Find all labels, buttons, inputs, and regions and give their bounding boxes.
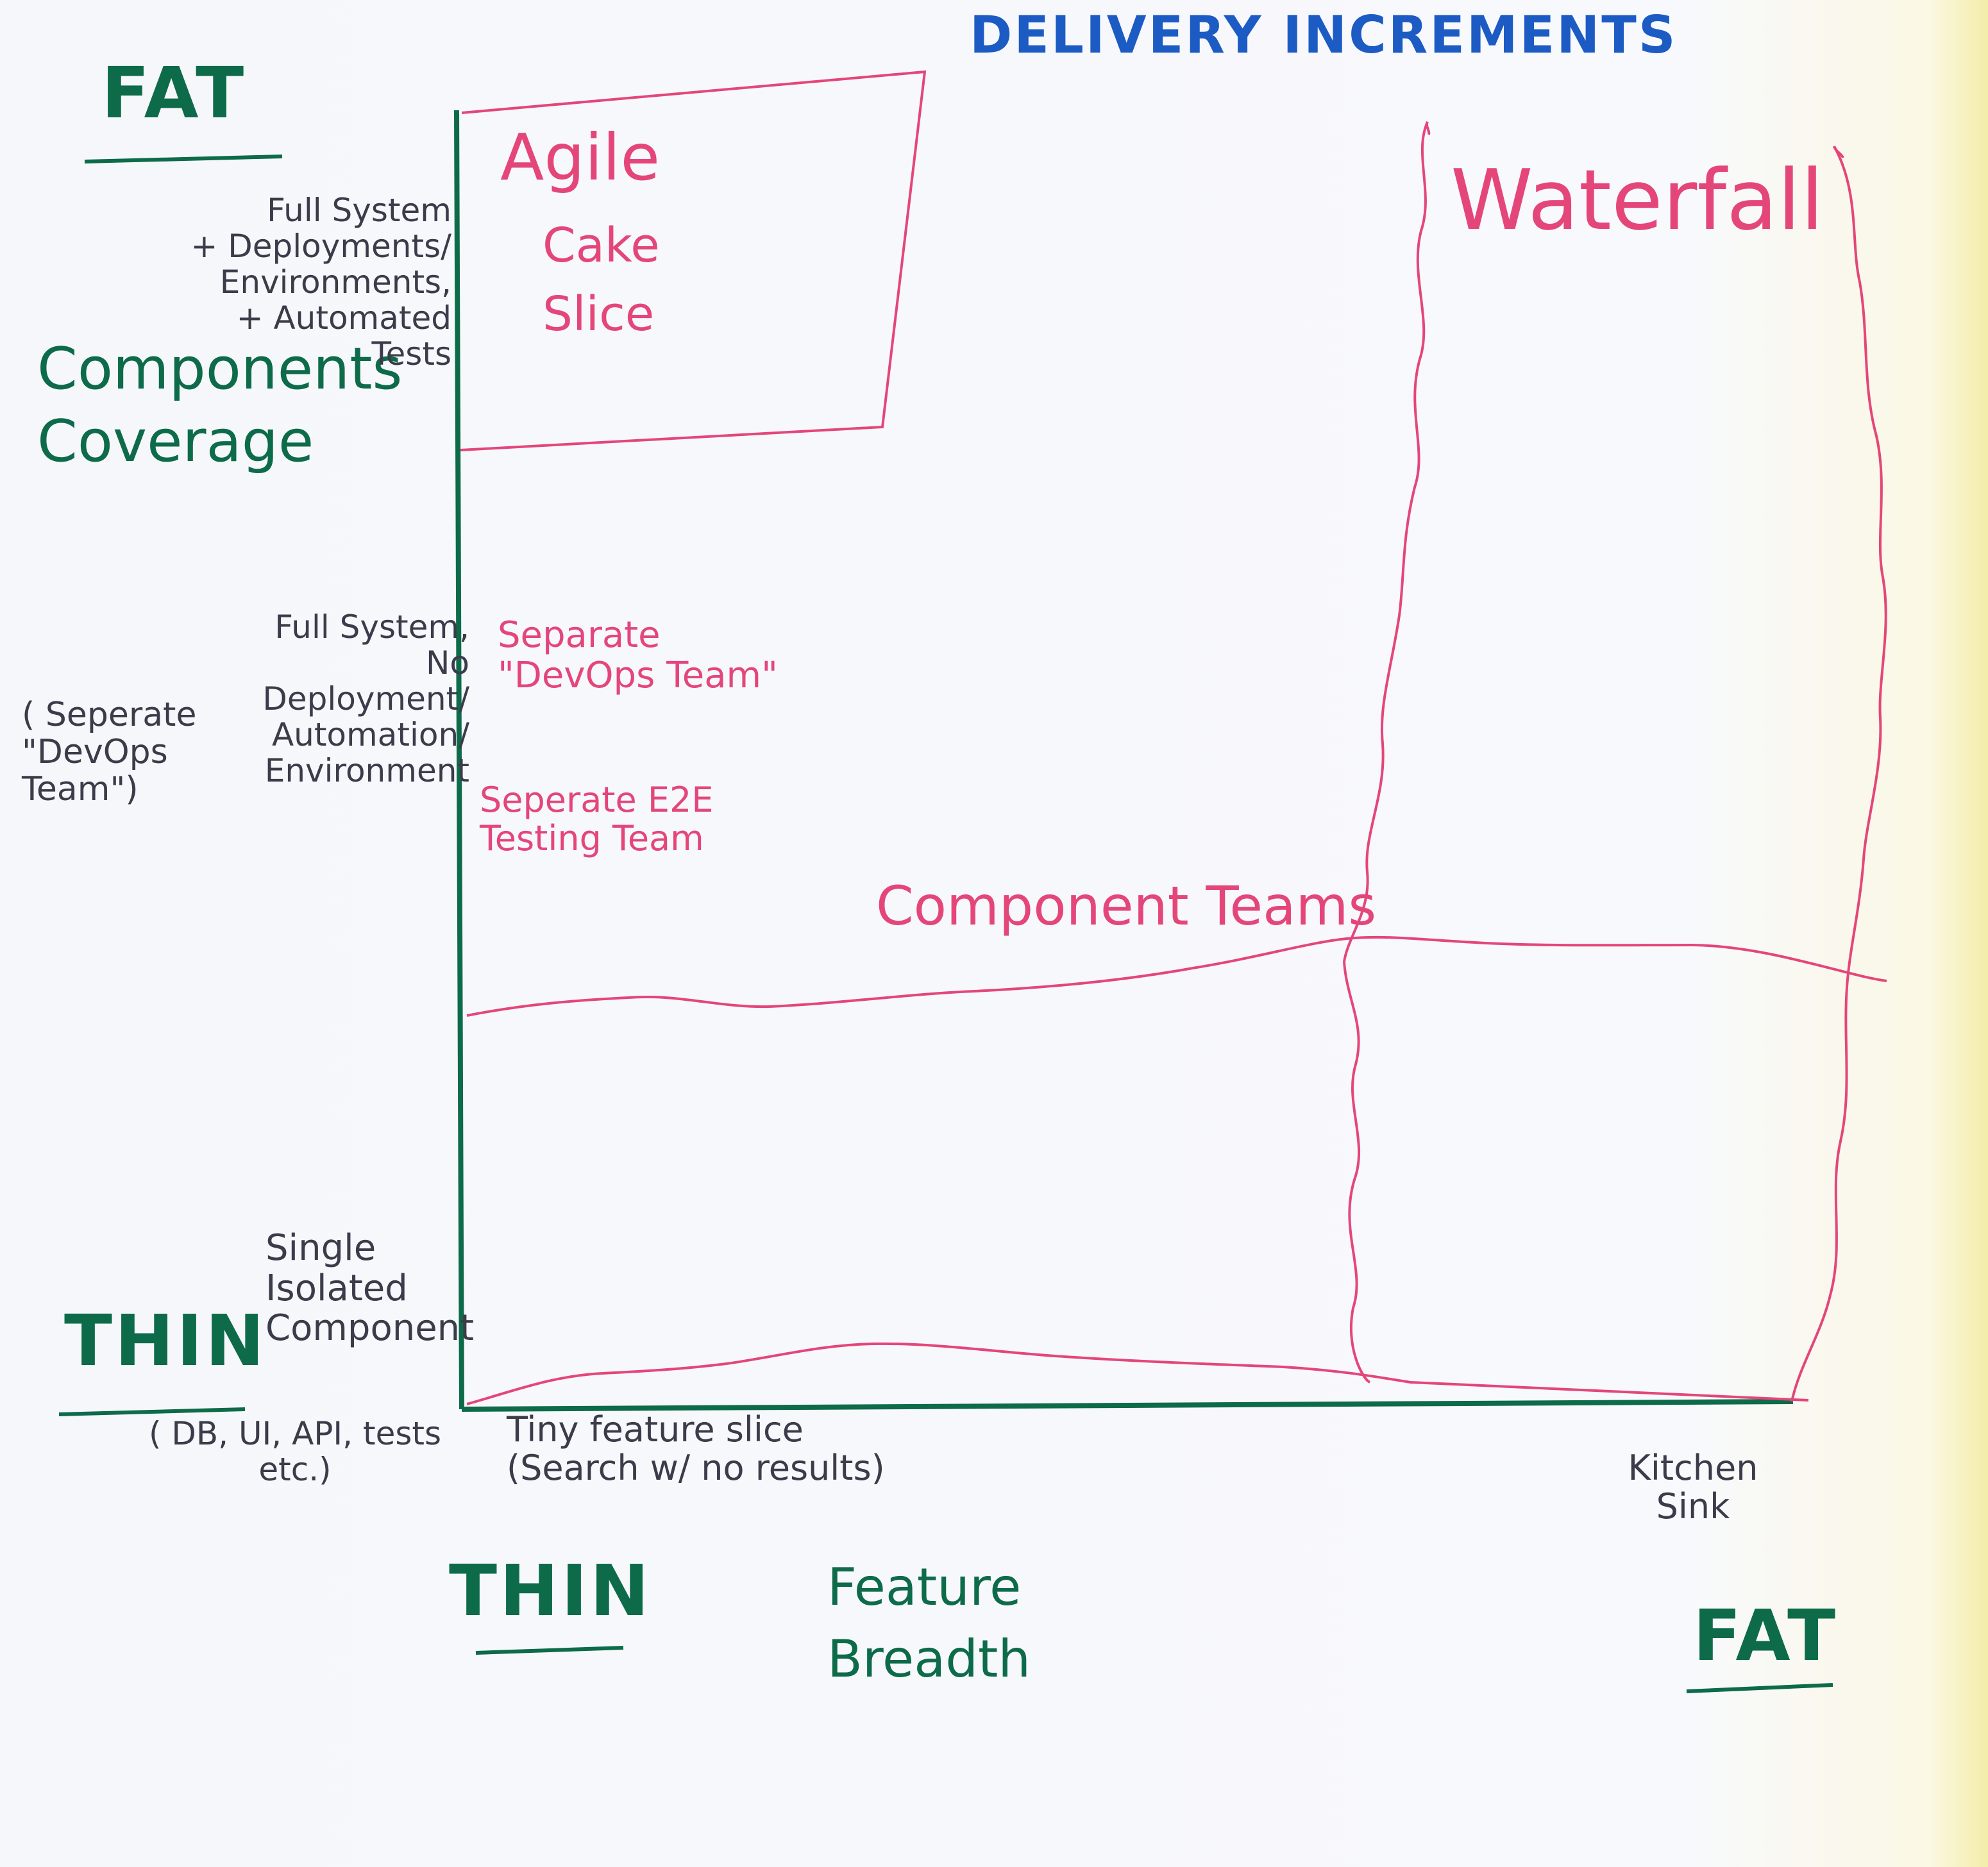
agile-subtitle: Cake Slice bbox=[543, 218, 660, 342]
bottom-wavy-line bbox=[466, 1342, 1809, 1405]
diagram-title: DELIVERY INCREMENTS bbox=[970, 5, 1678, 65]
waterfall-left-edge bbox=[1342, 121, 1429, 1384]
agile-box-outline bbox=[460, 70, 927, 451]
waterfall-right-edge bbox=[1790, 146, 1887, 1402]
x-right-example: Kitchen Sink bbox=[1628, 1448, 1758, 1527]
x-axis-low-label: THIN bbox=[449, 1550, 652, 1632]
fat-x-underline bbox=[1686, 1683, 1833, 1693]
thin-y-underline bbox=[58, 1407, 246, 1416]
y-level-bottom-note: ( DB, UI, API, tests etc.) bbox=[148, 1415, 442, 1488]
y-level-bottom-text: Single Isolated Component bbox=[265, 1227, 475, 1350]
agile-title: Agile bbox=[500, 120, 660, 195]
devops-team-label: Separate "DevOps Team" bbox=[498, 614, 778, 696]
y-axis-line bbox=[454, 110, 464, 1410]
fat-y-underline bbox=[84, 155, 283, 163]
x-axis-line bbox=[461, 1399, 1794, 1412]
y-axis-high-label: FAT bbox=[101, 52, 247, 134]
e2e-team-label: Seperate E2E Testing Team bbox=[480, 780, 714, 859]
x-axis-title: Feature Breadth bbox=[827, 1557, 1031, 1689]
component-teams-label: Component Teams bbox=[876, 875, 1377, 937]
x-axis-high-label: FAT bbox=[1693, 1595, 1839, 1677]
y-level-middle-note: ( Seperate "DevOps Team") bbox=[22, 696, 197, 809]
y-axis-low-label: THIN bbox=[64, 1300, 267, 1382]
y-level-middle-text: Full System, No Deployment/ Automation/ … bbox=[262, 608, 469, 789]
waterfall-label: Waterfall bbox=[1451, 151, 1824, 249]
waterfall-top-brace bbox=[1425, 121, 1844, 158]
component-teams-line bbox=[466, 935, 1887, 1017]
y-level-top-text: Full System + Deployments/ Environments,… bbox=[190, 192, 451, 373]
thin-x-underline bbox=[475, 1646, 624, 1655]
x-left-example: Tiny feature slice (Search w/ no results… bbox=[507, 1409, 885, 1489]
